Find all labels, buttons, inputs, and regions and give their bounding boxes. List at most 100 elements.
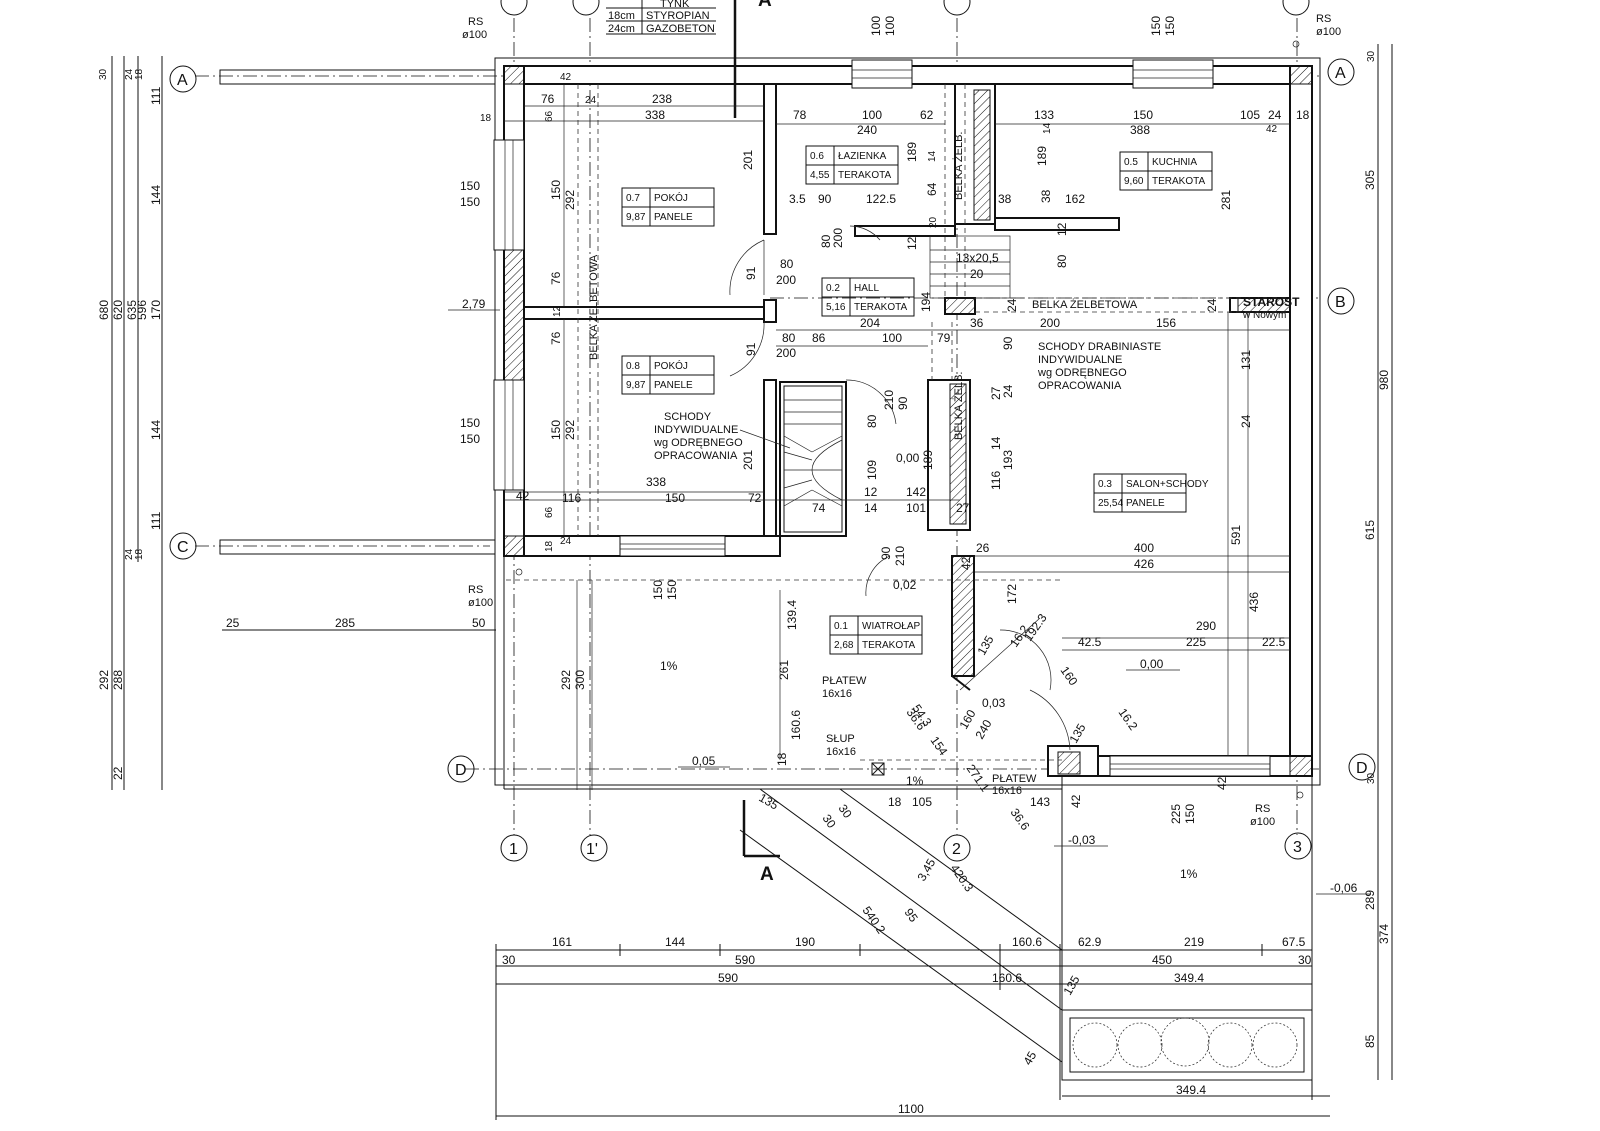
dim-3-5: 3.5 xyxy=(789,192,806,206)
note-stairs1-line3: wg ODRĘBNEGO xyxy=(653,437,743,449)
dim-24-chim: 24 xyxy=(1001,384,1015,398)
dim-30-diag-b: 30 xyxy=(836,802,855,821)
dim-14-stair: 14 xyxy=(864,501,878,515)
dim-win-150f: 150 xyxy=(665,580,679,600)
dim-l285: 285 xyxy=(335,616,355,630)
dim-l18-bot: 18 xyxy=(134,548,145,560)
dim-100-hall: 100 xyxy=(882,331,902,345)
dim-l620: 620 xyxy=(111,300,125,320)
dim-14-chim: 14 xyxy=(989,436,1003,450)
dim-200-hall: 200 xyxy=(831,228,845,248)
dim-271-1: 271.1 xyxy=(964,762,993,795)
rs-label-tl: RS xyxy=(468,16,483,28)
axis-bubbles: A A B C D D 1 1' 2 3 xyxy=(169,0,1376,862)
dim-b161: 161 xyxy=(552,935,572,949)
note-platew1-size: 16x16 xyxy=(822,688,852,700)
rs-label-tr: RS xyxy=(1316,13,1331,25)
dim-b190: 190 xyxy=(795,935,815,949)
axis-bubble-d-left xyxy=(447,755,475,783)
dim-400: 400 xyxy=(1134,541,1154,555)
dim-150-top: 150 xyxy=(1133,108,1153,122)
dim-135a: 135 xyxy=(974,633,996,658)
dim-20b: 20 xyxy=(970,267,984,281)
axis-label-1: 1 xyxy=(509,841,518,858)
dim-b590b: 590 xyxy=(718,971,738,985)
dim-426: 426 xyxy=(1134,557,1154,571)
rs-markers: RS ø100 RS ø100 RS ø100 RS ø100 xyxy=(462,13,1341,828)
dim-150-bot: 150 xyxy=(665,491,685,505)
note-beam-vertical: BELKA ŻELBETOWA xyxy=(587,254,600,360)
dim-101: 101 xyxy=(906,501,926,515)
level-entry: 0,03 xyxy=(982,696,1006,710)
dim-l24-top: 24 xyxy=(124,68,135,80)
dim-80-kit: 80 xyxy=(1055,254,1069,268)
axis-bubble-c xyxy=(169,532,197,560)
dim-r289: 289 xyxy=(1363,890,1377,910)
axis-label-d-right: D xyxy=(1356,760,1368,777)
axis-bubble-b xyxy=(1327,287,1355,315)
dim-290: 290 xyxy=(1196,619,1216,633)
dim-l596: 596 xyxy=(135,300,149,320)
note-stairs2-line1: SCHODY DRABINIASTE xyxy=(1038,341,1161,353)
dim-76-bed2: 76 xyxy=(549,331,563,345)
note-slup: SŁUP xyxy=(826,733,855,745)
dim-14-bath: 14 xyxy=(927,150,938,162)
axis-bubble-d-right xyxy=(1348,753,1376,781)
dim-122-5: 122.5 xyxy=(866,192,896,206)
dim-292-bed1: 292 xyxy=(563,190,577,210)
dim-r374: 374 xyxy=(1377,924,1391,944)
dim-24-bot: 24 xyxy=(560,536,572,547)
dim-194: 194 xyxy=(919,292,933,312)
svg-text:0.1: 0.1 xyxy=(834,621,848,632)
dim-162: 162 xyxy=(1065,192,1085,206)
door-swings xyxy=(729,225,1071,751)
svg-text:PANELE: PANELE xyxy=(654,380,693,391)
svg-text:9,60: 9,60 xyxy=(1124,176,1144,187)
dim-204: 204 xyxy=(860,316,880,330)
dim-200a: 200 xyxy=(776,273,796,287)
dim-90-stair: 90 xyxy=(896,396,910,410)
dim-b30-right: 30 xyxy=(1298,953,1312,967)
dim-225-salon: 225 xyxy=(1186,635,1206,649)
dim-74: 74 xyxy=(812,501,826,515)
svg-text:0.5: 0.5 xyxy=(1124,157,1138,168)
axis-label-b: B xyxy=(1335,294,1346,311)
dim-24-right: 24 xyxy=(1205,298,1219,312)
dim-b1606b: 160.6 xyxy=(992,971,1022,985)
level-outside-2: -0,06 xyxy=(1330,881,1358,895)
svg-text:KUCHNIA: KUCHNIA xyxy=(1152,157,1197,168)
note-stairs1-line1: SCHODY xyxy=(664,411,712,423)
legend-layer-3: GAZOBETON xyxy=(646,23,715,35)
annotations: SCHODY INDYWIDUALNE wg ODRĘBNEGO OPRACOW… xyxy=(587,132,1300,797)
dim-240: 240 xyxy=(857,123,877,137)
note-stairs1-line4: OPRACOWANIA xyxy=(654,450,738,462)
dim-116-bot: 116 xyxy=(562,491,581,505)
dim-172: 172 xyxy=(1005,584,1019,604)
rs-label-br: RS xyxy=(1255,803,1270,815)
dim-78: 78 xyxy=(793,108,807,122)
dim-win-150c: 150 xyxy=(460,416,480,430)
spiral-stairs xyxy=(783,385,843,533)
dim-72: 72 xyxy=(748,491,762,505)
dim-l30: 30 xyxy=(98,68,109,80)
dim-189-bath: 189 xyxy=(905,142,919,162)
dim-154: 154 xyxy=(928,734,951,759)
room-tag-0-6: 0.6 ŁAZIENKA 4,55 TERAKOTA xyxy=(805,145,899,185)
dim-80-stair: 80 xyxy=(865,414,879,428)
dim-l22: 22 xyxy=(111,766,125,780)
dim-135-planter: 135 xyxy=(1060,973,1082,998)
dim-12-kit: 12 xyxy=(1055,222,1069,236)
dim-193: 193 xyxy=(1001,450,1015,470)
dim-27b: 27 xyxy=(956,501,970,515)
room-tag-0-8: 0.8 POKÓJ 9,87 PANELE xyxy=(621,355,715,395)
axis-bubble-3 xyxy=(1284,832,1312,860)
dim-36: 36 xyxy=(970,316,984,330)
dim-win-150d: 150 xyxy=(460,432,480,446)
dim-105-porch: 105 xyxy=(912,795,932,809)
dim-388: 388 xyxy=(1130,123,1150,137)
dim-91a: 91 xyxy=(744,266,758,280)
axis-label-a-left: A xyxy=(177,72,188,89)
dim-261: 261 xyxy=(777,660,791,680)
room-tag-0-1: 0.1 WIATROŁAP 2,68 TERAKOTA xyxy=(829,615,923,655)
dim-r30-top: 30 xyxy=(1366,50,1377,62)
